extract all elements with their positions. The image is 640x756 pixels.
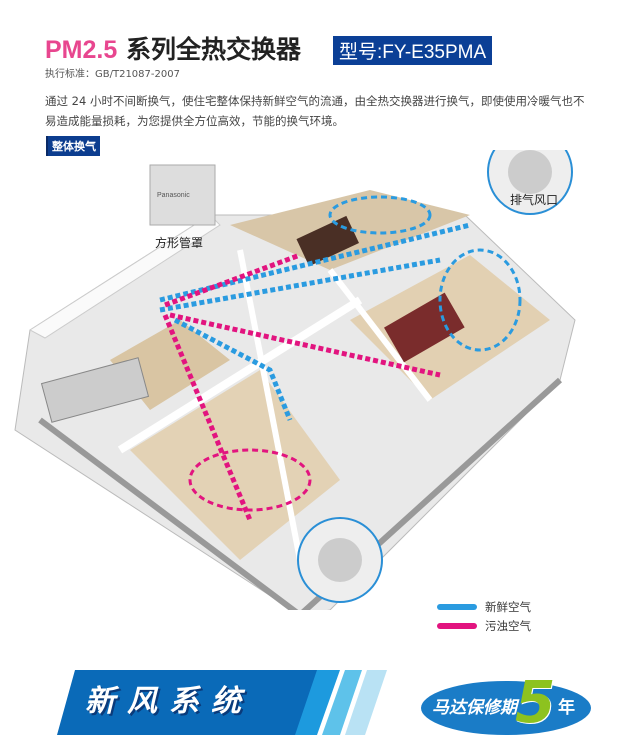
legend-label: 污浊空气 [485,619,531,633]
page-title: PM2.5 系列全热交换器 [45,30,301,66]
heat-exchanger-unit [40,357,150,423]
description: 通过 24 小时不间断换气，使住宅整体保持新鲜空气的流通，由全热交换器进行换气，… [45,94,585,128]
outer-wall [38,377,563,610]
banner-graphic [57,670,387,735]
exhaust-air-duct [162,252,441,521]
banner-title: 新风系统 [85,684,253,719]
warranty-logo [419,679,593,737]
legend-exhaust-air: 污浊空气 [437,618,531,634]
hood-label: 方形管罩 [155,236,204,250]
fresh-air-duct [159,257,441,421]
fresh-air-duct [159,222,471,303]
warranty-number: 5 [515,668,556,736]
title-prefix: PM2.5 [45,36,118,64]
section-badge: 整体换气 [46,136,100,156]
legend-fresh-air: 新鲜空气 [437,599,531,615]
model-badge: 型号:FY-E35PMA [333,36,493,65]
standard-text: 执行标准：GB/T21087-2007 [45,69,180,80]
legend-label: 新鲜空气 [485,600,531,614]
bed [384,292,465,363]
living-room-floor [130,370,340,560]
warranty-unit: 年 [558,698,575,718]
fresh-air-swatch [437,604,477,610]
title-main: 系列全热交换器 [117,35,301,64]
exhaust-air-swatch [437,623,477,629]
house-airflow-diagram [14,150,576,610]
square-hood-image [149,164,216,226]
hood-brand-text: Panasonic [157,192,190,199]
warranty-text: 马达保修期 [432,698,517,718]
exhaust-label: 排气风口 [510,193,559,207]
